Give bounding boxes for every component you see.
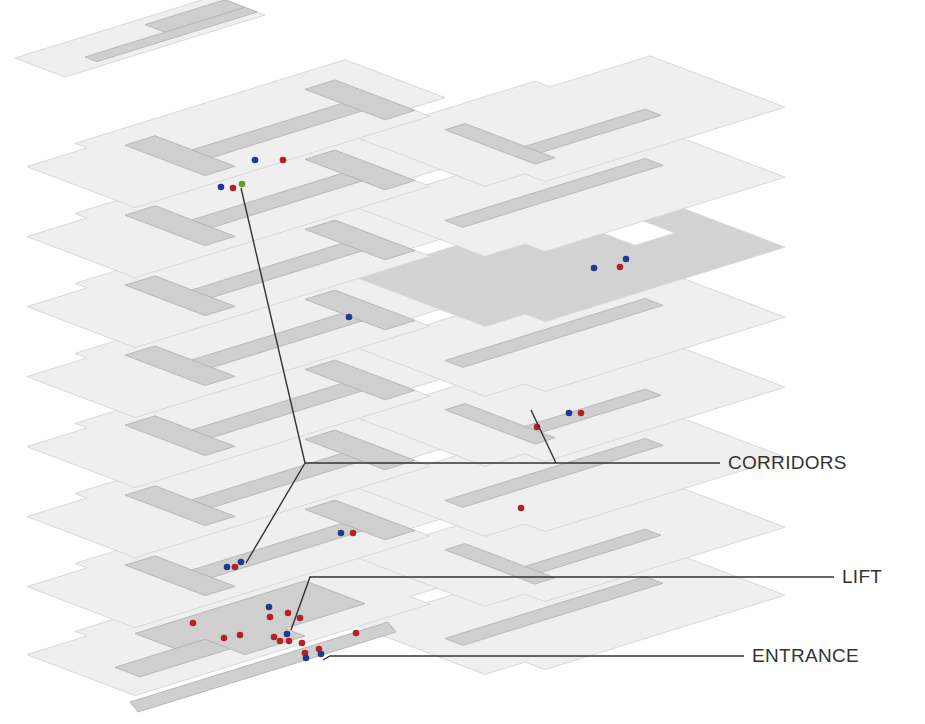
sensor-dot <box>230 185 237 192</box>
sensor-dot <box>286 638 293 645</box>
floor-plate <box>27 60 445 208</box>
callout-label: LIFT <box>842 565 882 589</box>
sensor-dot <box>267 614 274 621</box>
sensor-dot <box>285 610 292 617</box>
floor-plate <box>355 56 785 187</box>
sensor-dot <box>277 638 284 645</box>
leader-line <box>291 577 834 630</box>
sensor-dot <box>239 181 246 188</box>
sensor-dot <box>353 630 360 637</box>
sensor-dot <box>303 655 310 662</box>
sensor-dot <box>299 640 306 647</box>
leader-line <box>241 188 720 563</box>
corridor <box>192 103 362 157</box>
corridor <box>115 639 230 676</box>
corridor <box>525 109 661 152</box>
sensor-dot <box>218 184 225 191</box>
sensor-dot <box>623 256 630 263</box>
corridor <box>525 389 661 432</box>
sensor-dot <box>221 635 228 642</box>
sensor-dot <box>566 410 573 417</box>
sensor-dot <box>232 564 239 571</box>
sensor-dot <box>190 620 197 627</box>
leader-line <box>323 656 744 660</box>
sensor-dot <box>297 615 304 622</box>
sensor-dot <box>271 634 278 641</box>
corridor <box>525 529 661 572</box>
sensor-dot <box>237 632 244 639</box>
sensor-dot <box>346 314 353 321</box>
callout-label: CORRIDORS <box>728 451 847 475</box>
entrance-path <box>130 622 396 712</box>
sensor-dot <box>617 264 624 271</box>
sensor-dot <box>338 530 345 537</box>
sensor-dot <box>350 530 357 537</box>
corridor <box>85 7 257 61</box>
sensor-dot <box>252 157 259 164</box>
sensor-dot <box>578 410 585 417</box>
sensor-dot <box>518 505 525 512</box>
callout-label: ENTRANCE <box>752 644 859 668</box>
sensor-dot <box>591 265 598 272</box>
sensor-dot <box>238 559 245 566</box>
sensor-dot <box>266 604 273 611</box>
sensor-dot <box>224 564 231 571</box>
sensor-dot <box>284 631 291 638</box>
floor-plate <box>15 0 265 77</box>
sensor-dot <box>280 157 287 164</box>
sensor-dot <box>318 651 325 658</box>
